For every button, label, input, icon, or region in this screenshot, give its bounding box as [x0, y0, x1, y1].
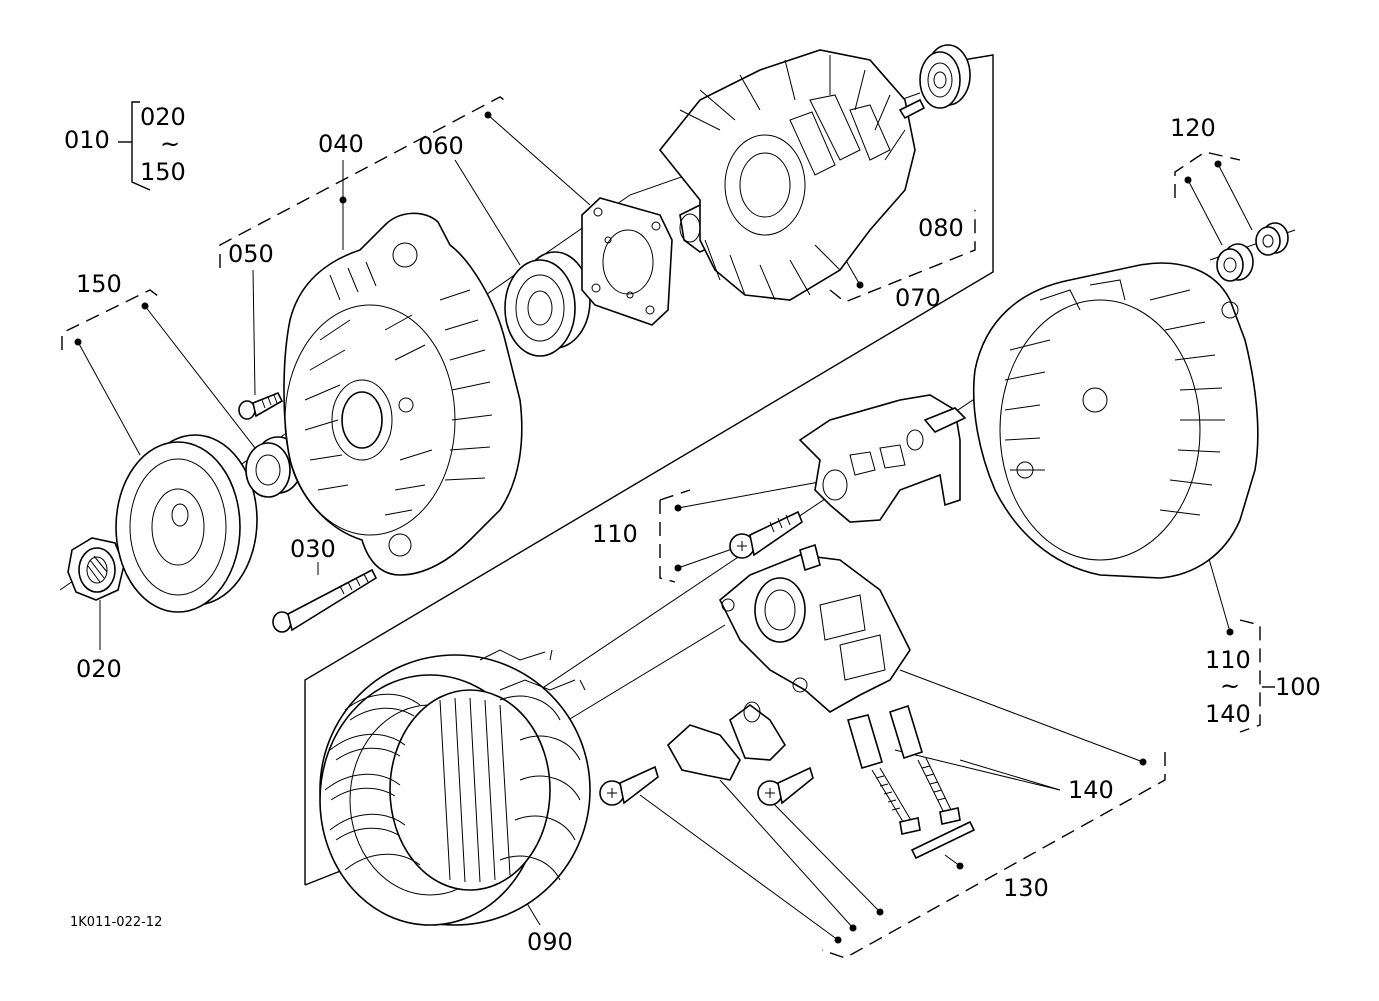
part-060-bearing[interactable] — [504, 251, 591, 357]
label-110-range-start[interactable]: 110 — [1205, 646, 1251, 674]
part-090-stator[interactable] — [319, 649, 591, 926]
drawing-id: 1K011-022-12 — [70, 915, 162, 930]
part-020-nut[interactable] — [67, 537, 125, 601]
part-100-rear-housing[interactable] — [972, 262, 1259, 579]
label-140[interactable]: 140 — [1068, 776, 1114, 804]
label-range-tilde-top: ~ — [160, 130, 180, 158]
label-120[interactable]: 120 — [1170, 114, 1216, 142]
part-screw-bottom-b[interactable] — [757, 766, 814, 806]
label-range-tilde-right: ~ — [1220, 672, 1240, 700]
label-050[interactable]: 050 — [228, 240, 274, 268]
label-100[interactable]: 100 — [1275, 673, 1321, 701]
label-020-range-start[interactable]: 020 — [140, 103, 186, 131]
group-brackets — [61, 54, 1275, 959]
label-030[interactable]: 030 — [290, 535, 336, 563]
part-070-rotor[interactable] — [658, 49, 926, 301]
leader-dots — [74, 111, 1234, 944]
label-130[interactable]: 130 — [1003, 874, 1049, 902]
label-110-left[interactable]: 110 — [592, 520, 638, 548]
part-080-bearing[interactable] — [919, 44, 971, 109]
part-rectifier[interactable] — [719, 543, 911, 713]
label-150-range-end[interactable]: 150 — [140, 158, 186, 186]
part-150-pulley[interactable] — [115, 434, 258, 613]
part-140-brushes[interactable] — [846, 704, 976, 860]
label-070[interactable]: 070 — [895, 284, 941, 312]
label-060[interactable]: 060 — [418, 132, 464, 160]
part-110-brush-holder[interactable] — [798, 394, 967, 523]
part-labels: 010 020 ~ 150 040 060 050 150 030 020 07… — [64, 103, 1321, 956]
label-080[interactable]: 080 — [918, 214, 964, 242]
part-screw-bottom-a[interactable] — [599, 765, 659, 806]
part-050-screw[interactable] — [238, 391, 284, 420]
part-120-bushing-a[interactable] — [1216, 243, 1254, 282]
part-retainer-plate[interactable] — [581, 197, 673, 326]
part-regulator-cover[interactable] — [666, 701, 787, 781]
label-010[interactable]: 010 — [64, 126, 110, 154]
label-090[interactable]: 090 — [527, 928, 573, 956]
part-110-screw[interactable] — [729, 510, 803, 559]
label-150[interactable]: 150 — [76, 270, 122, 298]
part-120-bushing-b[interactable] — [1255, 222, 1289, 256]
part-040-front-housing[interactable] — [283, 212, 523, 576]
label-040[interactable]: 040 — [318, 130, 364, 158]
part-030-bolt[interactable] — [272, 568, 378, 633]
label-140-range-end[interactable]: 140 — [1205, 700, 1251, 728]
label-020[interactable]: 020 — [76, 655, 122, 683]
